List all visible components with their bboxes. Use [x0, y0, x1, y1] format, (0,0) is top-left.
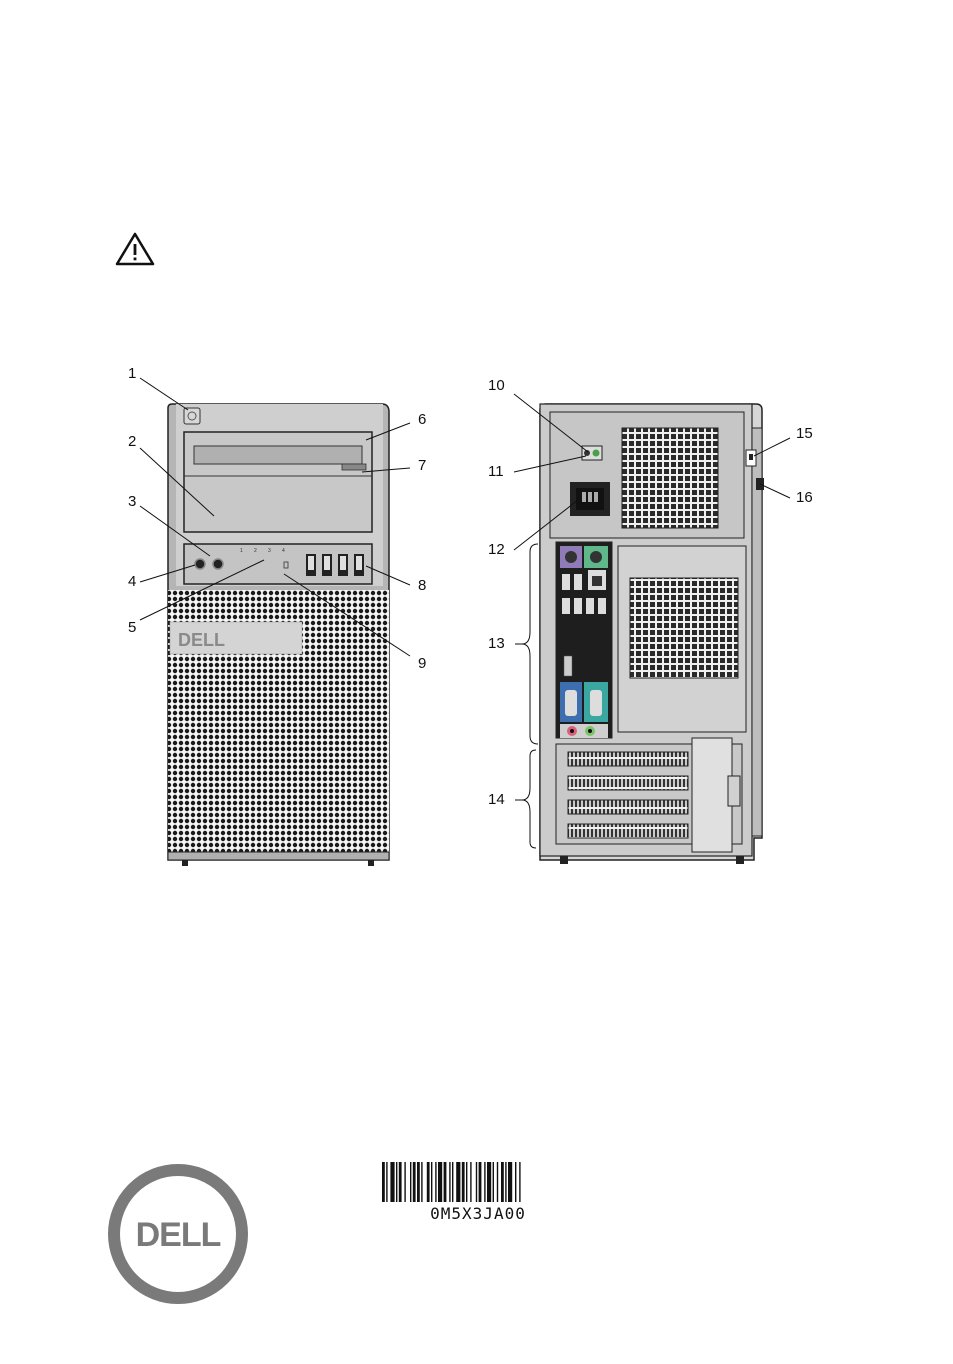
barcode-bar — [444, 1162, 447, 1202]
callout-1: 1 — [128, 366, 136, 381]
barcode-bar — [519, 1162, 520, 1202]
barcode-bar — [427, 1162, 430, 1202]
callout-15: 15 — [796, 426, 813, 441]
barcode-bar — [410, 1162, 411, 1202]
barcode-bar — [390, 1162, 394, 1202]
barcode-bar — [470, 1162, 471, 1202]
callout-11: 11 — [488, 464, 504, 479]
callout-14: 14 — [488, 792, 505, 807]
barcode-bar — [493, 1162, 494, 1202]
barcode-bar — [431, 1162, 432, 1202]
barcode-bar — [396, 1162, 397, 1202]
callout-8: 8 — [418, 578, 426, 593]
barcode-bar — [487, 1162, 491, 1202]
barcode-bar — [456, 1162, 460, 1202]
dell-brand-logo-text: DELL — [136, 1216, 221, 1254]
callout-12: 12 — [488, 542, 505, 557]
callout-13: 13 — [488, 636, 505, 651]
barcode-bar — [417, 1162, 420, 1202]
barcode-bar — [462, 1162, 465, 1202]
callout-16: 16 — [796, 490, 813, 505]
barcode-bar — [484, 1162, 485, 1202]
barcode-bar — [505, 1162, 506, 1202]
barcode-bar — [501, 1162, 504, 1202]
barcode-bar — [421, 1162, 422, 1202]
callout-4: 4 — [128, 574, 136, 589]
callout-6: 6 — [418, 412, 426, 427]
barcode-bar — [413, 1162, 416, 1202]
dell-brand-logo: DELL — [106, 1162, 250, 1306]
callout-7: 7 — [418, 458, 426, 473]
barcode-bar — [386, 1162, 387, 1202]
barcode-bar — [438, 1162, 442, 1202]
callout-10: 10 — [488, 378, 505, 393]
barcode-bar — [508, 1162, 512, 1202]
barcode-bar — [399, 1162, 402, 1202]
barcode-bar — [476, 1162, 477, 1202]
barcode-bar — [382, 1162, 385, 1202]
barcode-label: 0M5X3JA00 — [378, 1204, 578, 1223]
barcode-bar — [449, 1162, 450, 1202]
barcode-bar — [479, 1162, 482, 1202]
callout-3: 3 — [128, 494, 136, 509]
callout-9: 9 — [418, 656, 426, 671]
barcode-bar — [435, 1162, 436, 1202]
callout-2: 2 — [128, 434, 136, 449]
barcode-bar — [466, 1162, 467, 1202]
barcode-bar — [515, 1162, 516, 1202]
barcode-bar — [452, 1162, 453, 1202]
callout-5: 5 — [128, 620, 136, 635]
barcode-bar — [404, 1162, 405, 1202]
barcode-bar — [497, 1162, 498, 1202]
barcode — [382, 1162, 574, 1202]
